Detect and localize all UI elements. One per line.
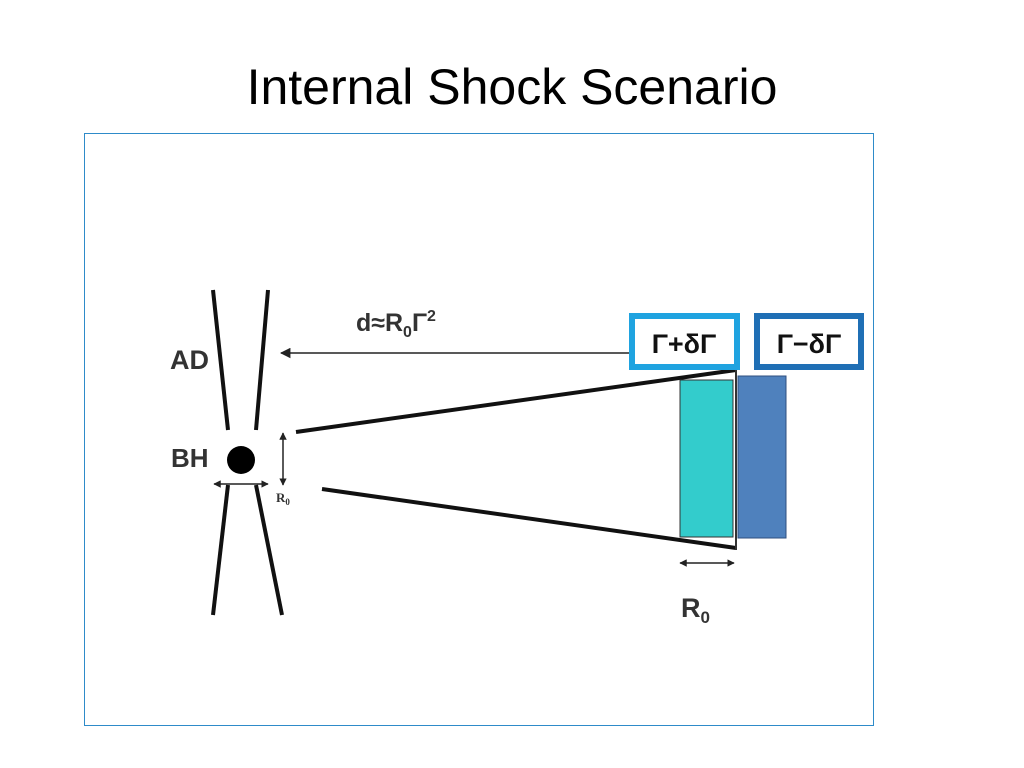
black-hole <box>227 446 255 474</box>
disk-line-upper-right <box>254 289 270 431</box>
base-width-label: R0 <box>276 490 290 507</box>
fast-shell-label: Γ+δΓ <box>652 329 717 359</box>
accretion-disk-lines <box>211 289 284 616</box>
disk-line-lower-left <box>211 484 230 616</box>
disk-line-upper-left <box>211 289 230 431</box>
jet-edge-lower <box>321 487 737 550</box>
slow-shell <box>737 375 787 539</box>
jet-edge-upper <box>295 368 737 434</box>
black-hole-label: BH <box>171 443 209 473</box>
disk-line-lower-right <box>254 484 284 616</box>
distance-label: d≈R0Γ2 <box>356 308 436 341</box>
fast-shell <box>679 379 734 538</box>
slow-shell-label: Γ−δΓ <box>777 329 842 359</box>
fast-shell-label-box <box>629 313 740 370</box>
shell-width-label: R0 <box>681 593 710 627</box>
slow-shell-label-box <box>754 313 864 370</box>
accretion-disk-label: AD <box>170 345 209 375</box>
slide-title: Internal Shock Scenario <box>246 59 778 115</box>
figure-frame <box>84 133 874 726</box>
